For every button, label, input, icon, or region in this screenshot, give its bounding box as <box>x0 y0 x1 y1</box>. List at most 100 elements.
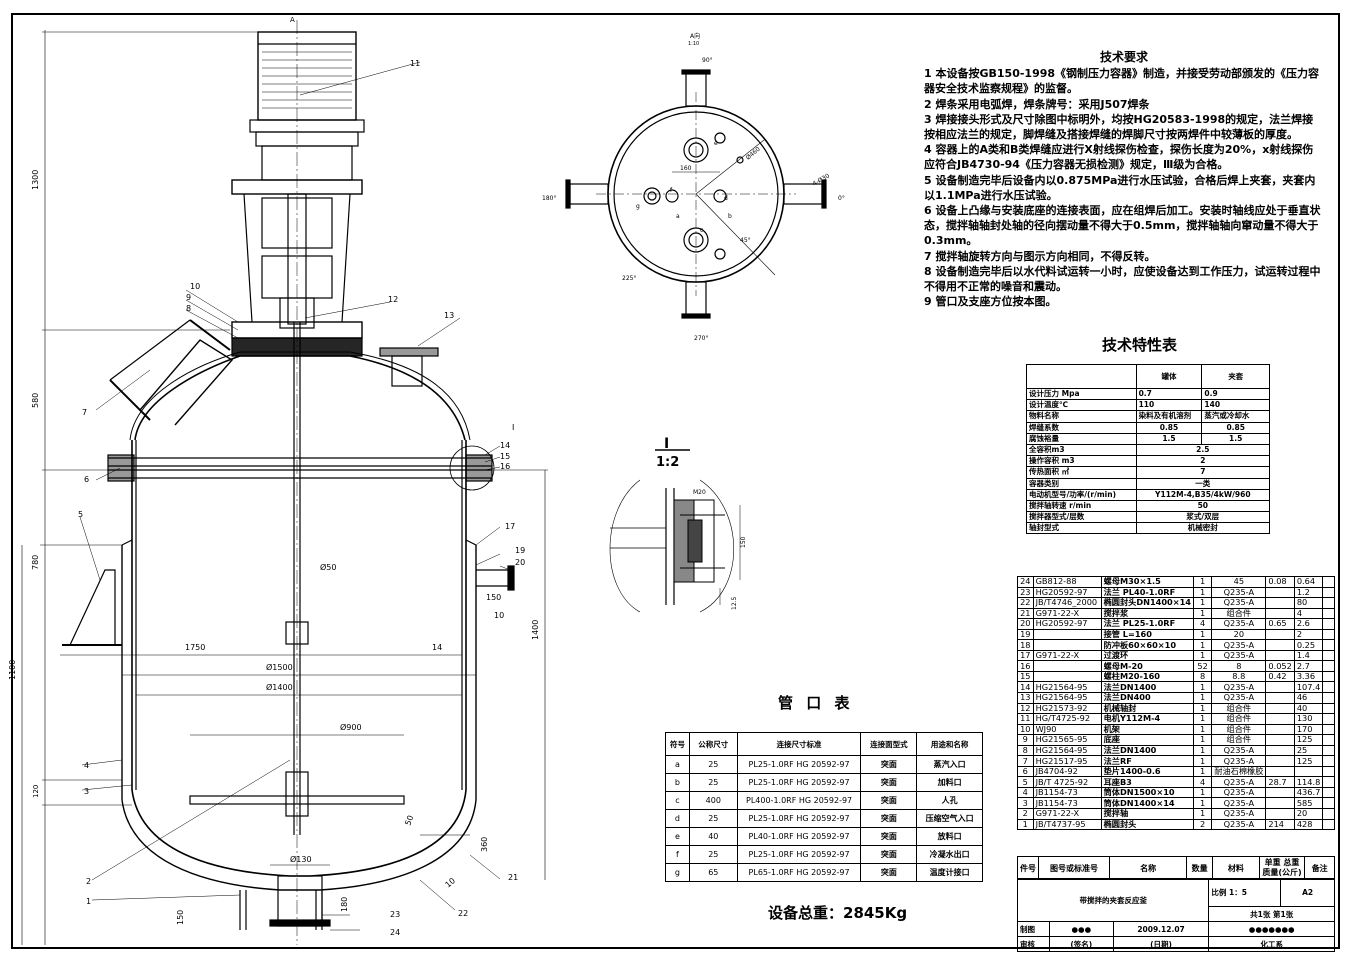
bom-cell: HG/T4725-92 <box>1032 713 1102 725</box>
bom-cell: 16 <box>1017 660 1034 672</box>
dim-4-d30: 4-Ø30 <box>812 172 832 187</box>
bom-cell: 8.8 <box>1211 670 1267 683</box>
nozzle-cell: 突面 <box>860 845 918 864</box>
bom-cell: Q235-A <box>1211 808 1267 820</box>
bom-head: 材料 <box>1211 856 1260 880</box>
bom-cell: Q235-A <box>1211 649 1267 662</box>
bom-cell: 筒体DN1500×10 <box>1100 786 1195 799</box>
detail-dim-150: 150 <box>740 536 747 548</box>
top-view <box>565 69 827 319</box>
spec-cell: 140 <box>1201 399 1270 412</box>
bom-cell: 耳座B3 <box>1100 776 1195 788</box>
nozzle-table-title: 管 口 表 <box>778 694 854 712</box>
bom-cell: 0.42 <box>1265 670 1295 683</box>
bom-cell: 1 <box>1193 808 1213 820</box>
bom-cell: 428 <box>1293 818 1324 831</box>
req-line-5: 5 设备制造完毕后设备内以0.875MPa进行水压试验，合格后焊上夹套，夹套内以… <box>924 173 1316 202</box>
dim-d130: Ø130 <box>290 854 312 864</box>
nozzle-cell: 25 <box>688 755 738 774</box>
bom-cell: 1 <box>1193 576 1213 588</box>
dim-1400: 1400 <box>531 620 540 640</box>
bom-cell: 1 <box>1193 744 1213 757</box>
dim-d900: Ø900 <box>340 722 362 732</box>
bom-head-weight: 单重 总重质量(公斤) <box>1258 856 1306 880</box>
bom-cell: 17 <box>1017 649 1034 662</box>
callout-12: 12 <box>388 295 398 304</box>
bom-cell: 585 <box>1293 797 1324 810</box>
top-head <box>134 355 466 441</box>
bom-cell <box>1265 628 1295 641</box>
bom-cell-remark <box>1322 808 1335 820</box>
nozzle-cell: PL25-1.0RF HG 20592-97 <box>736 755 862 774</box>
bom-cell: 8 <box>1193 670 1213 683</box>
callout-3: 3 <box>84 787 89 796</box>
bom-cell: 电机Y112M-4 <box>1100 713 1195 725</box>
bom-cell-remark <box>1322 797 1335 810</box>
spec-cell: 操作容积 m3 <box>1026 455 1137 468</box>
callout-11: 11 <box>410 59 420 68</box>
bom-cell: 4 <box>1193 618 1213 630</box>
bom-cell-remark <box>1322 818 1335 831</box>
spec-cell: 轴封型式 <box>1026 522 1137 535</box>
bom-cell <box>1265 639 1295 651</box>
bom-cell: HG21564-95 <box>1032 744 1102 757</box>
bom-head: 件号 <box>1017 856 1039 880</box>
bom-cell <box>1265 586 1295 599</box>
spec-head-2: 夹套 <box>1201 364 1270 389</box>
bom-cell: 2 <box>1193 818 1213 831</box>
spec-cell: 腐蚀裕量 <box>1026 432 1137 445</box>
bom-cell: 40 <box>1293 702 1324 715</box>
bom-cell: Q235-A <box>1211 618 1267 630</box>
date-field: (日期) <box>1112 936 1210 952</box>
bom-cell-remark <box>1322 607 1335 620</box>
callout-19: 19 <box>515 546 525 555</box>
bom-cell <box>1265 607 1295 620</box>
nozzle-letter-f: f <box>670 187 673 194</box>
callout-21: 21 <box>508 873 518 882</box>
drawn-by: ●●● <box>1048 921 1114 937</box>
tech-requirements-title: 技术要求 <box>1099 50 1148 64</box>
bom-cell-remark <box>1322 702 1335 715</box>
bom-cell: 21 <box>1017 607 1034 620</box>
bom-cell <box>1265 692 1295 704</box>
callout-13: 13 <box>444 311 454 320</box>
spec-cell: 传热面积 ㎡ <box>1026 466 1137 479</box>
nozzle-cell: PL65-1.0RF HG 20592-97 <box>736 863 862 882</box>
nozzle-cell: 压缩空气入口 <box>916 809 983 828</box>
bom-cell: 125 <box>1293 734 1324 746</box>
bom-cell: 3 <box>1017 797 1034 810</box>
bom-cell: HG21564-95 <box>1032 681 1102 693</box>
bom-cell: 螺母M-20 <box>1100 660 1195 672</box>
bom-cell: WJ90 <box>1032 723 1102 736</box>
bom-cell: Q235-A <box>1211 786 1267 799</box>
bom-cell: 7 <box>1017 755 1034 767</box>
bom-cell: 法兰 PL25-1.0RF <box>1100 618 1195 630</box>
bom-cell: 107.4 <box>1293 681 1324 693</box>
callout-2: 2 <box>86 877 91 886</box>
bom-cell: 组合件 <box>1211 702 1267 715</box>
jacket-bottom <box>121 799 477 891</box>
support-lug <box>69 569 116 646</box>
spec-cell: 搅拌器型式/层数 <box>1026 511 1137 524</box>
callout-14: 14 <box>500 441 510 450</box>
spec-cell: 物料名称 <box>1026 410 1137 423</box>
bom-cell: JB4704-92 <box>1032 765 1102 778</box>
bom-cell-remark <box>1322 660 1335 672</box>
bom-cell: 椭圆封头DN1400×14 <box>1100 597 1195 609</box>
bom-cell: Q235-A <box>1211 797 1267 810</box>
nozzle-cell: PL25-1.0RF HG 20592-97 <box>736 845 862 864</box>
drawn-label: 制图 <box>1017 921 1050 937</box>
nozzle-cell: 25 <box>688 809 738 828</box>
